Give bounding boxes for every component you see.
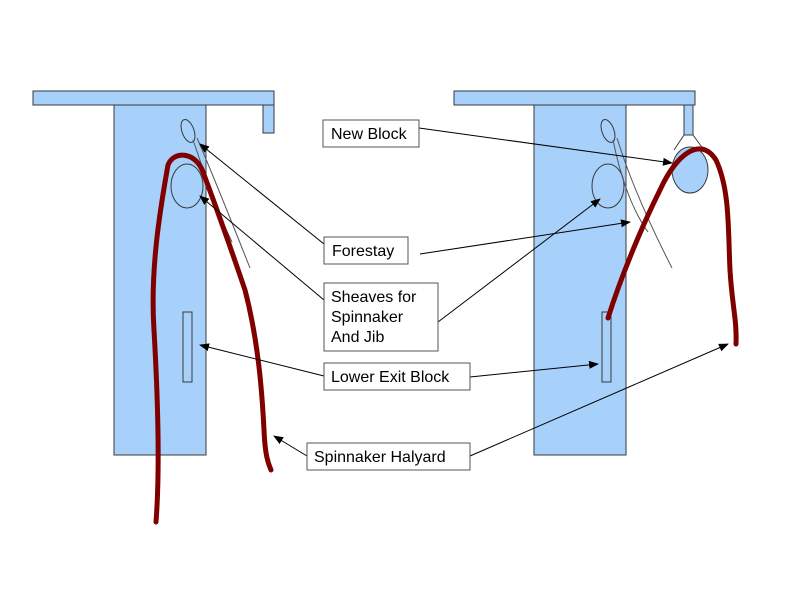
- right-lower-exit-slot: [601, 311, 612, 383]
- new-block-strap: [683, 104, 694, 136]
- right-forestay-eye: [600, 119, 616, 143]
- arrow-sheaves-left: [199, 195, 325, 301]
- right-sheave: [591, 163, 625, 209]
- right-forestay-line-2: [616, 137, 673, 269]
- label-lower-exit-block-box: [323, 362, 471, 391]
- arrow-lower-exit-left: [199, 343, 325, 377]
- left-mast-body: [113, 104, 207, 456]
- label-spinnaker-halyard-text: Spinnaker Halyard: [314, 449, 446, 466]
- right-mast-body: [533, 104, 627, 456]
- left-mast-crossbar: [32, 90, 275, 106]
- left-sheave: [170, 163, 204, 209]
- label-sheaves-line-3: And Jib: [331, 329, 384, 346]
- left-forestay-eye: [180, 119, 196, 143]
- label-sheaves: Sheaves for Spinnaker And Jib: [323, 282, 439, 352]
- left-lower-exit-slot: [182, 311, 193, 383]
- left-mast-crossbar-tab: [262, 104, 275, 134]
- label-lower-exit-block-text: Lower Exit Block: [331, 369, 450, 386]
- arrow-new-block: [418, 127, 673, 166]
- callout-arrows: [199, 127, 729, 457]
- right-spinnaker-halyard: [605, 146, 739, 347]
- arrow-halyard-left: [273, 435, 308, 457]
- label-spinnaker-halyard-box: [306, 442, 471, 471]
- label-sheaves-line-1: Sheaves for: [331, 289, 417, 306]
- arrow-sheaves-right: [437, 198, 601, 323]
- label-forestay-text: Forestay: [332, 243, 394, 260]
- label-new-block-text: New Block: [331, 126, 408, 143]
- arrow-halyard-right: [469, 343, 729, 457]
- arrow-lower-exit-right: [469, 360, 599, 378]
- arrow-forestay-left: [199, 143, 325, 245]
- label-lower-exit-block: Lower Exit Block: [323, 362, 471, 391]
- label-spinnaker-halyard: Spinnaker Halyard: [306, 442, 471, 471]
- left-spinnaker-halyard: [150, 152, 274, 525]
- new-block-cheek-left: [673, 134, 685, 151]
- label-new-block-box: [322, 119, 420, 148]
- right-mast-assembly: [453, 90, 739, 456]
- arrow-forestay-right: [419, 219, 631, 255]
- label-new-block: New Block: [322, 119, 420, 148]
- right-mast-crossbar: [453, 90, 696, 106]
- label-forestay: Forestay: [323, 236, 409, 265]
- left-mast-assembly: [32, 90, 275, 525]
- label-sheaves-line-2: Spinnaker: [331, 309, 404, 326]
- label-forestay-box: [323, 236, 409, 265]
- label-sheaves-box: [323, 282, 439, 352]
